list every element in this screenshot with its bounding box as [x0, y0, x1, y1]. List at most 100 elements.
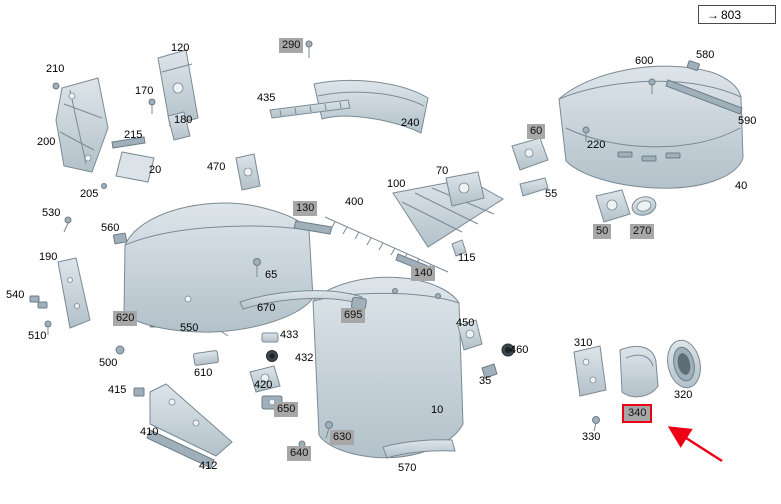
- part-label-460[interactable]: 460: [510, 344, 529, 356]
- part-shape-clip-560: [113, 232, 128, 245]
- part-shape-rail-412: [146, 429, 215, 469]
- part-label-270[interactable]: 270: [630, 224, 655, 239]
- part-shape-tailpipe-tip-320: [667, 339, 701, 389]
- part-label-100[interactable]: 100: [387, 178, 406, 190]
- part-shape-screw-330: [592, 416, 600, 432]
- part-label-415[interactable]: 415: [108, 384, 127, 396]
- part-label-70[interactable]: 70: [436, 165, 449, 177]
- part-shape-screw-630: [325, 421, 333, 439]
- part-shape-sensor-mount-433: [261, 332, 279, 343]
- part-shape-plate-610: [193, 350, 219, 366]
- part-label-115[interactable]: 115: [458, 252, 476, 264]
- part-label-330[interactable]: 330: [582, 431, 601, 443]
- part-label-500[interactable]: 500: [99, 357, 118, 369]
- part-shape-screw-205: [101, 183, 107, 189]
- part-shape-ring-270: [631, 196, 657, 216]
- part-label-210[interactable]: 210: [46, 63, 65, 75]
- part-shape-bracket-190: [57, 257, 91, 329]
- part-label-550[interactable]: 550: [180, 322, 199, 334]
- part-label-670[interactable]: 670: [257, 302, 276, 314]
- part-label-560[interactable]: 560: [101, 222, 120, 234]
- part-label-590[interactable]: 590: [738, 115, 757, 127]
- part-label-470[interactable]: 470: [207, 161, 226, 173]
- part-label-120[interactable]: 120: [171, 42, 190, 54]
- part-shape-nut-500: [115, 345, 125, 355]
- jump-arrow-icon: →: [707, 7, 719, 22]
- part-label-65[interactable]: 65: [265, 269, 278, 281]
- part-label-650[interactable]: 650: [274, 402, 299, 417]
- part-label-220[interactable]: 220: [587, 139, 606, 151]
- part-label-433[interactable]: 433: [280, 329, 299, 341]
- part-shape-trim-570: [382, 439, 456, 459]
- part-label-450[interactable]: 450: [456, 317, 475, 329]
- part-shape-bolt-65: [253, 258, 261, 277]
- part-shape-bracket-55: [519, 177, 549, 197]
- part-label-580[interactable]: 580: [696, 49, 715, 61]
- part-shape-clip-540: [29, 295, 48, 309]
- part-label-695[interactable]: 695: [341, 308, 366, 323]
- part-shape-screw-220: [582, 126, 590, 142]
- part-label-35[interactable]: 35: [479, 375, 492, 387]
- part-label-290[interactable]: 290: [279, 38, 304, 53]
- part-label-570[interactable]: 570: [398, 462, 417, 474]
- part-label-400[interactable]: 400: [345, 196, 364, 208]
- part-label-620[interactable]: 620: [113, 311, 138, 326]
- part-label-205[interactable]: 205: [80, 188, 99, 200]
- reference-label: 803: [721, 7, 742, 22]
- part-shape-sensor-432: [266, 350, 278, 362]
- part-shape-sensor-460: [501, 343, 515, 357]
- part-label-610[interactable]: 610: [194, 367, 213, 379]
- part-shape-bracket-50: [595, 189, 631, 223]
- part-shape-plate-20: [115, 151, 155, 183]
- part-label-530[interactable]: 530: [42, 207, 61, 219]
- part-shape-bracket-180: [167, 111, 191, 141]
- part-label-432[interactable]: 432: [295, 352, 314, 364]
- part-label-55[interactable]: 55: [545, 188, 558, 200]
- part-shape-bracket-310: [573, 345, 607, 397]
- part-shape-bracket-120: [157, 49, 199, 127]
- part-shape-angle-115: [451, 239, 467, 257]
- part-label-435[interactable]: 435: [257, 92, 276, 104]
- part-label-410[interactable]: 410: [140, 426, 159, 438]
- part-label-320[interactable]: 320: [674, 389, 693, 401]
- part-shape-screw-290: [305, 40, 313, 58]
- part-label-510[interactable]: 510: [28, 330, 47, 342]
- part-label-640[interactable]: 640: [287, 446, 312, 461]
- part-shape-bracket-70: [445, 171, 485, 207]
- part-shape-tailpipe-trim-340: [619, 346, 659, 398]
- part-label-140[interactable]: 140: [411, 266, 436, 281]
- part-shape-strip-590: [665, 79, 743, 115]
- part-shape-diffuser-240: [313, 79, 429, 134]
- part-label-412[interactable]: 412: [199, 460, 218, 472]
- part-shape-bar-215: [111, 136, 146, 149]
- part-label-20[interactable]: 20: [149, 164, 162, 176]
- part-label-540[interactable]: 540: [6, 289, 25, 301]
- part-shape-rail-410: [149, 383, 233, 457]
- part-label-420[interactable]: 420: [254, 379, 273, 391]
- part-shape-part-35: [481, 363, 498, 379]
- part-label-190[interactable]: 190: [39, 251, 58, 263]
- part-label-240[interactable]: 240: [401, 117, 420, 129]
- highlight-arrow: [667, 426, 723, 463]
- part-label-180[interactable]: 180: [174, 114, 193, 126]
- part-label-215[interactable]: 215: [124, 129, 143, 141]
- part-shape-clip-415: [133, 387, 145, 397]
- part-label-50[interactable]: 50: [593, 224, 612, 239]
- part-label-310[interactable]: 310: [574, 337, 593, 349]
- part-label-600[interactable]: 600: [635, 55, 654, 67]
- part-label-630[interactable]: 630: [330, 430, 355, 445]
- part-label-170[interactable]: 170: [135, 85, 154, 97]
- part-label-130[interactable]: 130: [293, 201, 318, 216]
- reference-link-803[interactable]: → 803: [698, 5, 776, 24]
- part-label-340[interactable]: 340: [622, 404, 653, 423]
- part-label-10[interactable]: 10: [431, 404, 444, 416]
- part-shape-clip-580: [686, 60, 700, 71]
- part-label-60[interactable]: 60: [527, 124, 546, 139]
- part-shape-screw-510: [44, 320, 52, 335]
- part-label-40[interactable]: 40: [735, 180, 748, 192]
- part-shape-bracket-420: [249, 365, 281, 393]
- part-label-200[interactable]: 200: [37, 136, 56, 148]
